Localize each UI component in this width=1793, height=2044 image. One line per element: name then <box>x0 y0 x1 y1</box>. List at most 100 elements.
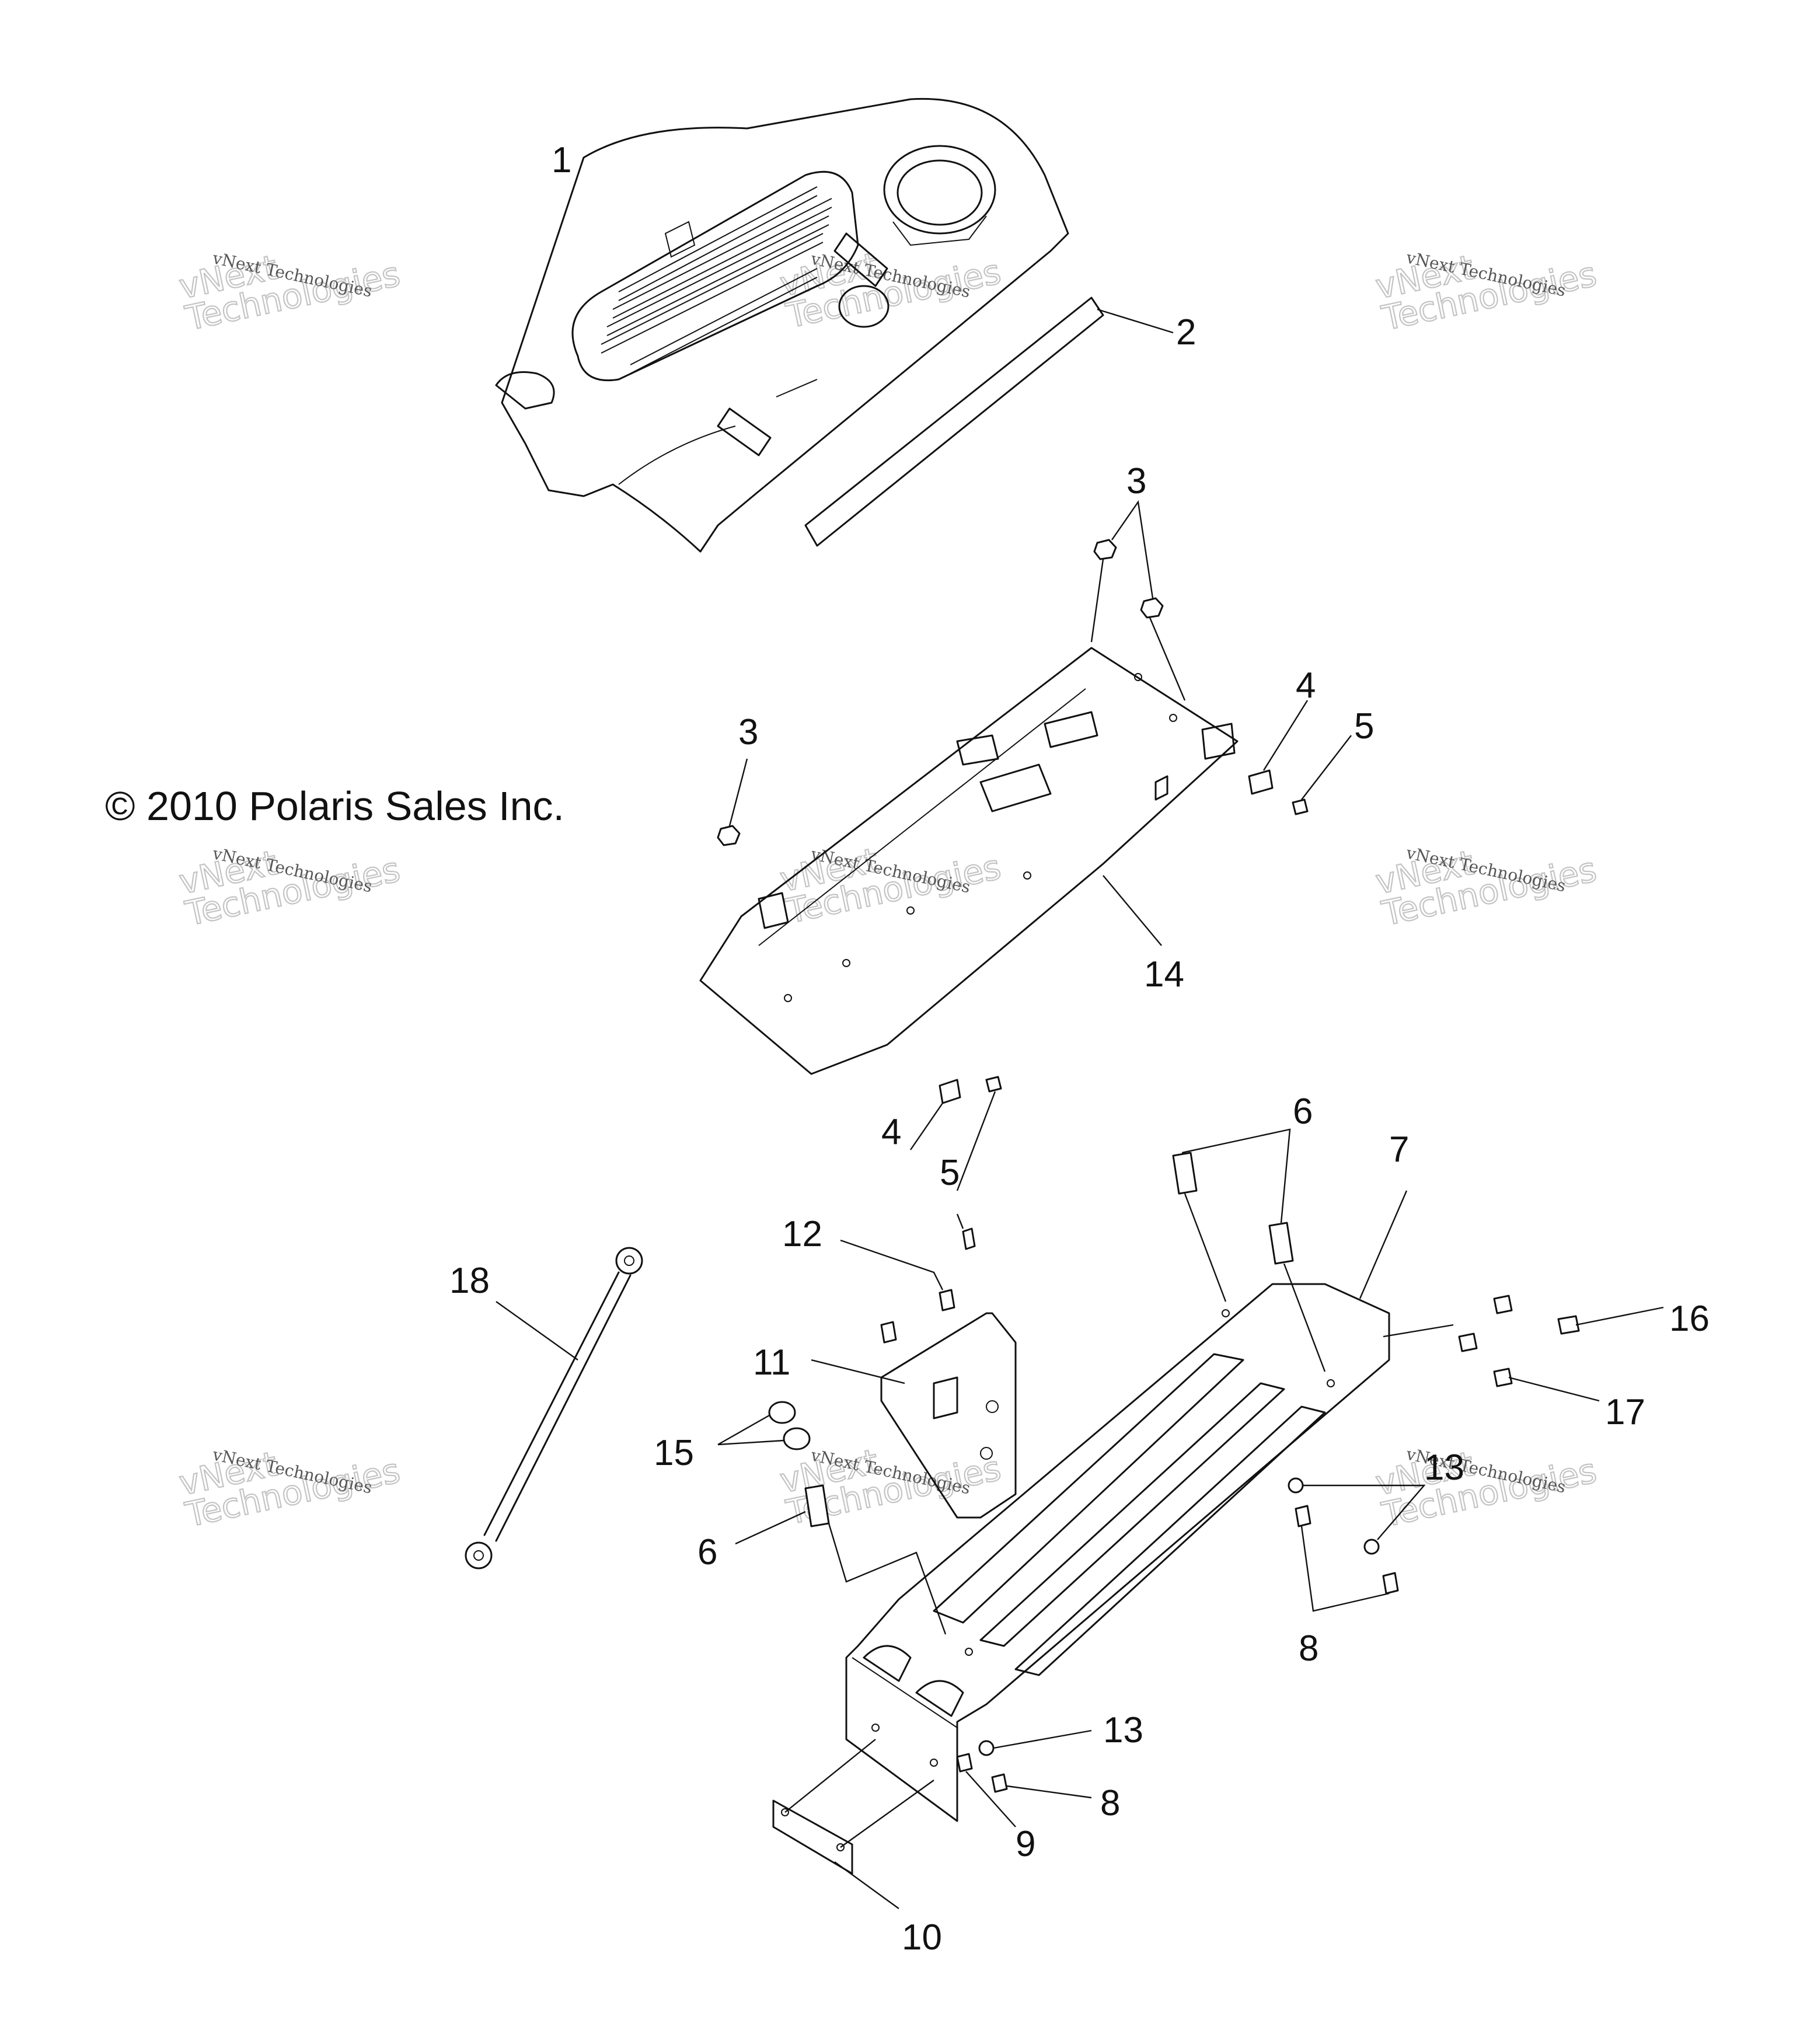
callout-2: 2 <box>1176 312 1196 353</box>
callout-15: 15 <box>654 1433 694 1473</box>
callout-12: 12 <box>782 1214 822 1254</box>
bracket-outline <box>772 1799 853 1875</box>
post-6-a <box>1172 1152 1198 1195</box>
leader-5-lower <box>956 1091 996 1191</box>
callout-8-upper: 8 <box>1299 1628 1318 1669</box>
callout-17: 17 <box>1605 1392 1645 1432</box>
leader-7 <box>1359 1190 1408 1299</box>
clip-4-upper <box>1248 769 1274 795</box>
post-6-b <box>1268 1222 1294 1265</box>
part-1-cover <box>495 97 1069 553</box>
mount-bracket-outline <box>880 1312 1017 1519</box>
nut-3-left <box>717 825 741 846</box>
plate-fold-line <box>758 688 1086 946</box>
skid-slot-1 <box>933 1353 1244 1624</box>
leader-18 <box>496 1301 578 1361</box>
leader-13-upper <box>1303 1484 1426 1540</box>
plate-bracket-lower <box>758 892 789 929</box>
bracket-hole <box>781 1808 789 1816</box>
leader-9 <box>965 1771 1016 1827</box>
part-18-rod <box>465 1247 643 1569</box>
part-14-plate <box>699 647 1239 1075</box>
leader-2 <box>1097 308 1174 334</box>
plate-hole <box>842 959 850 967</box>
leader-4-lower <box>910 1103 943 1150</box>
plate-tab-top <box>1044 711 1098 748</box>
nut-9 <box>956 1753 973 1773</box>
leader-15 <box>717 1414 784 1446</box>
plate-hole <box>906 906 915 915</box>
callout-5-lower: 5 <box>940 1153 960 1193</box>
guide-6-c <box>828 1523 947 1635</box>
nut-13-c <box>978 1740 995 1756</box>
rod-eye-bottom-hole <box>473 1550 484 1561</box>
callout-1: 1 <box>552 140 571 180</box>
callout-6-lower: 6 <box>697 1532 717 1572</box>
bracket-hole <box>836 1843 845 1851</box>
fasteners-plate <box>717 500 1352 1191</box>
leader-3-upper <box>1149 617 1186 701</box>
nut-17 <box>1493 1368 1513 1387</box>
cover-clamp-lower <box>717 407 772 456</box>
leader-3-left <box>728 758 748 826</box>
rod-eye-top-hole <box>624 1255 634 1266</box>
cover-left-duct <box>495 371 555 410</box>
cover-body <box>501 97 1069 553</box>
leader-8-upper <box>1300 1526 1390 1612</box>
part-7-skid-plate <box>845 1190 1408 1822</box>
bushing-15-a <box>768 1401 796 1424</box>
leader-6-lower <box>735 1511 806 1545</box>
plate-bracket-right <box>1201 723 1236 760</box>
bolt-8-c <box>991 1773 1008 1793</box>
rod-eye-top <box>615 1247 643 1275</box>
bracket-guide <box>784 1739 876 1813</box>
bushing-15-b <box>783 1427 811 1450</box>
mount-slot <box>933 1376 958 1419</box>
leader-14 <box>1103 875 1162 946</box>
callout-8-lower: 8 <box>1100 1783 1120 1823</box>
skid-hinge-right <box>915 1680 964 1717</box>
part-10-bracket <box>772 1739 934 1909</box>
skid-hole <box>930 1759 938 1767</box>
skid-plate-outline <box>845 1283 1390 1822</box>
leader-12 <box>840 1239 944 1290</box>
skid-hole <box>1222 1309 1230 1317</box>
cover-grille-frame <box>571 170 859 382</box>
fasteners-lower <box>717 1128 1664 1827</box>
leader-16 <box>1575 1306 1664 1326</box>
cover-lower-edge <box>618 425 736 485</box>
callout-16: 16 <box>1669 1299 1710 1339</box>
nut-3-upper-a <box>1093 539 1117 560</box>
callout-14: 14 <box>1144 954 1184 995</box>
skid-hole <box>871 1724 880 1732</box>
callout-9: 9 <box>1016 1824 1035 1864</box>
leader-17 <box>1508 1376 1600 1402</box>
leader-10 <box>834 1861 899 1909</box>
screw-12-b <box>880 1321 897 1344</box>
plate-hole <box>784 994 792 1002</box>
nut-3-upper-b <box>1140 597 1164 619</box>
plate-outline <box>699 647 1239 1075</box>
leader-13-lower <box>993 1729 1092 1749</box>
leader-3-apex <box>1111 500 1154 599</box>
mount-hole <box>986 1400 999 1413</box>
callout-18: 18 <box>449 1261 490 1301</box>
guide-6-a <box>1184 1193 1227 1302</box>
callout-4-upper: 4 <box>1296 665 1316 706</box>
plate-stud <box>1154 775 1168 801</box>
plate-hole <box>1023 871 1031 880</box>
mount-hole <box>980 1447 993 1460</box>
copyright-notice: © 2010 Polaris Sales Inc. <box>105 783 564 829</box>
cover-clamp-upper <box>833 232 888 287</box>
seal-strip-outline <box>804 297 1104 547</box>
callout-10: 10 <box>902 1917 942 1958</box>
cover-intake-inner <box>896 159 983 226</box>
skid-hole <box>1327 1379 1335 1387</box>
screw-5-lower-b <box>962 1227 976 1250</box>
nut-13-b <box>1363 1539 1380 1555</box>
cover-port <box>838 285 889 328</box>
skid-slot-2 <box>979 1382 1285 1647</box>
bolt-16 <box>1493 1295 1513 1314</box>
